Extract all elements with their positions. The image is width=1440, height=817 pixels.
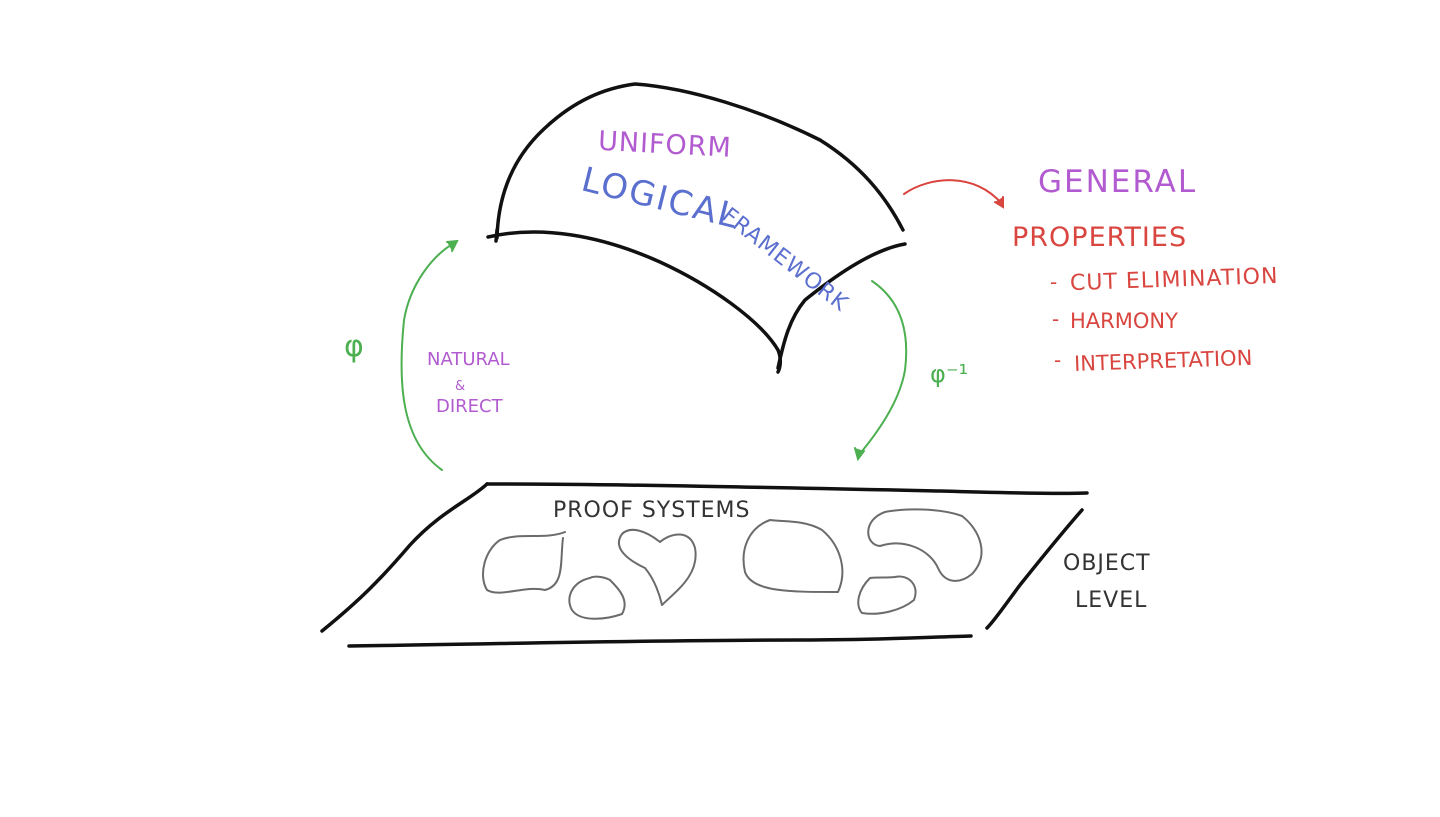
framework-top-edge [495, 82, 905, 240]
properties-item-cut-elimination: CUT ELIMINATION [1070, 264, 1279, 296]
plane-top-edge [485, 482, 1089, 496]
framework-right-edge [776, 242, 907, 370]
general-arrowhead [994, 196, 1004, 209]
framework-uniform-label: UNIFORM [597, 126, 732, 164]
ampersand-label: & [455, 379, 465, 394]
phi-inverse-arrowhead [854, 447, 865, 462]
phi-inverse-arrow [854, 280, 908, 462]
proof-system-blob-4 [742, 519, 844, 593]
properties-bullet-3: - [1054, 348, 1061, 372]
properties-bullet-1: - [1050, 270, 1057, 294]
proof-system-blobs [482, 508, 983, 620]
general-arrow-curve [903, 179, 1003, 205]
general-title: GENERAL [1038, 164, 1197, 200]
proof-system-blob-1 [482, 531, 566, 594]
level-label: LEVEL [1075, 588, 1147, 613]
properties-list: - CUT ELIMINATION - HARMONY - INTERPRETA… [1050, 264, 1279, 376]
phi-symbol: φ [344, 329, 364, 364]
phi-arrowhead [446, 239, 459, 252]
properties-bullet-2: - [1052, 307, 1059, 331]
object-level-plane [320, 482, 1089, 648]
phi-arrow-curve [400, 241, 457, 471]
proof-system-blob-5 [867, 508, 983, 582]
properties-item-harmony: HARMONY [1070, 309, 1178, 333]
proof-system-blob-2 [568, 575, 626, 620]
framework-surface [486, 82, 907, 374]
object-label: OBJECT [1063, 551, 1151, 576]
framework-bottom-edge [486, 230, 783, 374]
direct-label: DIRECT [436, 396, 504, 417]
proof-systems-label: PROOF SYSTEMS [553, 498, 751, 523]
framework-left-stub [494, 228, 499, 243]
framework-logical-label: LOGICAL [578, 160, 744, 238]
phi-arrow [400, 239, 459, 471]
proof-system-blob-6 [857, 575, 917, 615]
proof-system-blob-3 [617, 528, 697, 606]
plane-right-edge [985, 508, 1084, 630]
properties-title: PROPERTIES [1012, 222, 1187, 253]
framework-framework-label: FRAMEWORK [717, 203, 853, 317]
properties-item-interpretation: INTERPRETATION [1074, 346, 1253, 376]
phi-inverse-symbol: φ⁻¹ [930, 360, 968, 388]
general-arrow [903, 179, 1004, 209]
plane-bottom-edge [347, 634, 973, 648]
plane-left-edge [320, 482, 489, 633]
phi-inverse-arrow-curve [857, 280, 908, 457]
natural-label: NATURAL [427, 349, 510, 370]
